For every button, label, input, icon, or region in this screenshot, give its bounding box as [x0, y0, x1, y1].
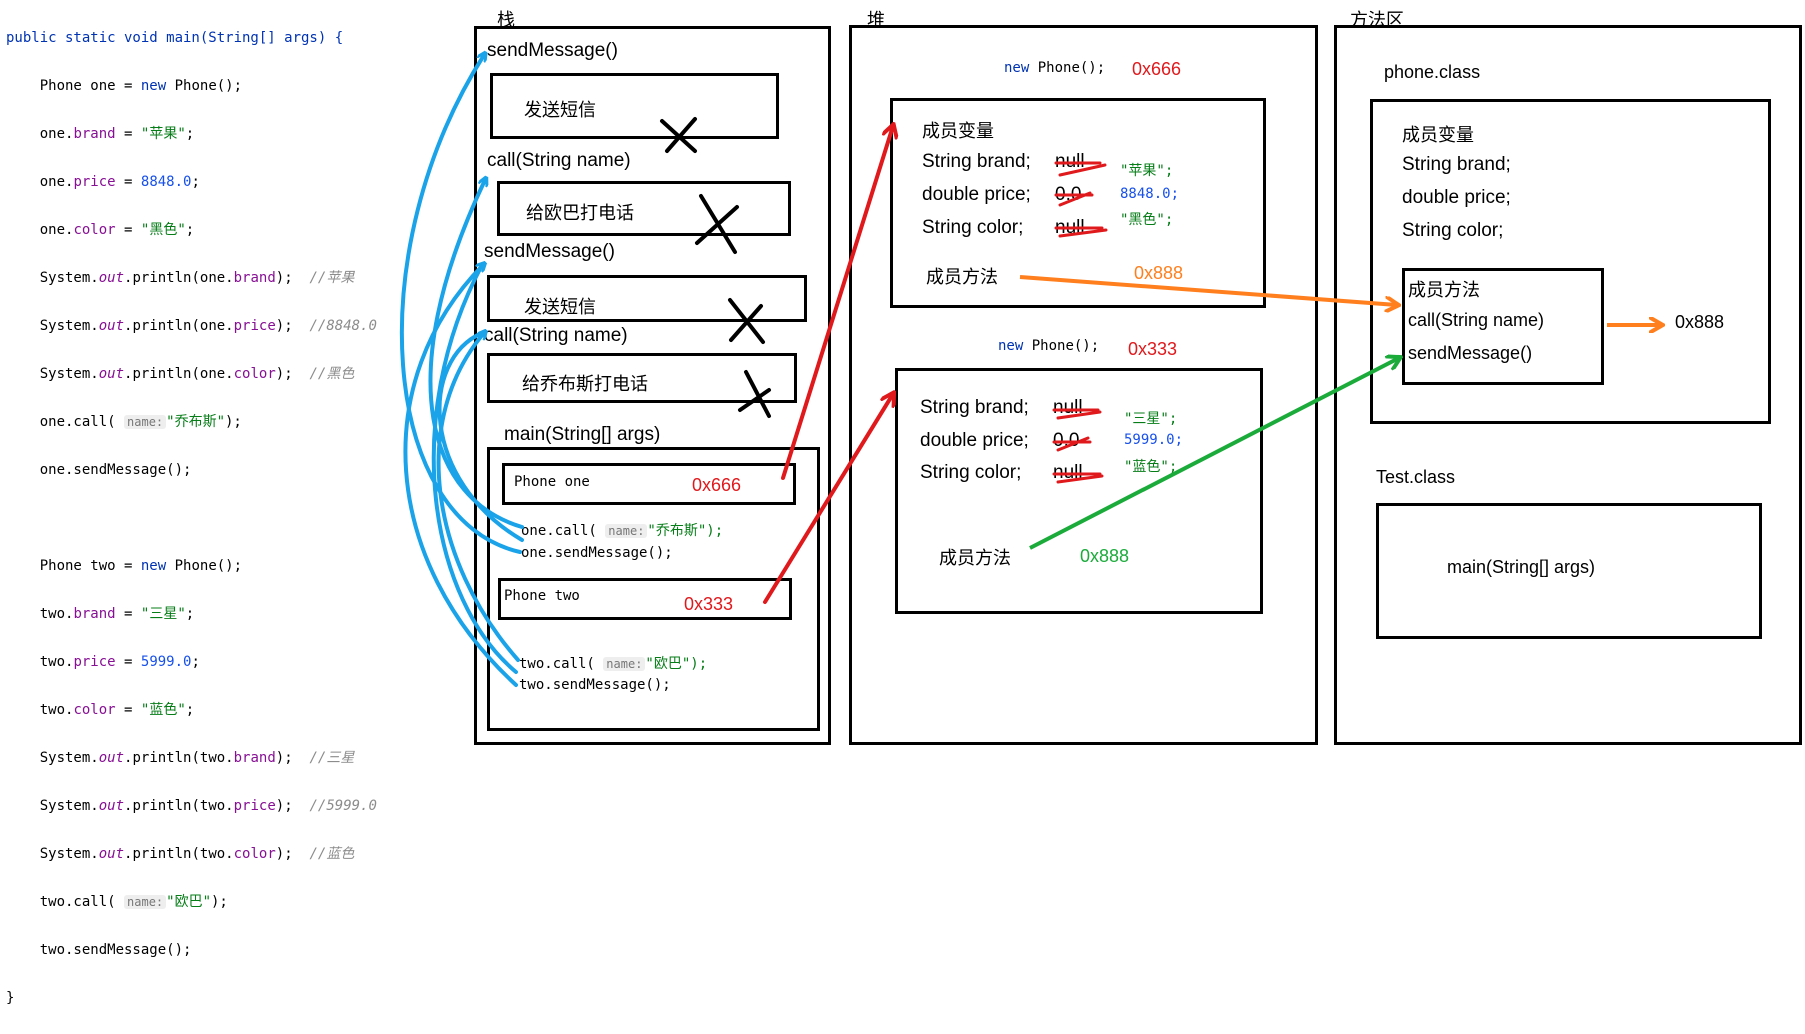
test-class-main: main(String[] args) [1447, 557, 1596, 577]
code-line: System.out.println(two.price); //5999.0 [39, 798, 377, 814]
heap-obj2-price-new: 5999.0; [1124, 432, 1184, 448]
code-line: System.out.println(one.price); //8848.0 [39, 318, 377, 334]
code-line: Phone two = new Phone(); [39, 558, 243, 574]
heap-obj2-methods-addr: 0x888 [1080, 546, 1130, 566]
frame-text-call-2: 给乔布斯打电话 [522, 374, 648, 395]
code-line: System.out.println(one.color); //黑色 [39, 366, 355, 382]
heap-obj2-price-old: 0.0 [1053, 430, 1080, 451]
code-line: System.out.println(two.color); //蓝色 [39, 846, 355, 862]
heap-obj1-color: String color; [922, 217, 1024, 238]
code-line: two.price = 5999.0; [39, 654, 200, 670]
var-phone-one-label: Phone one [514, 474, 590, 490]
frame-label-call-1: call(String name) [487, 150, 631, 171]
code-line: one.brand = "苹果"; [39, 126, 195, 142]
heap-obj2-price: double price; [920, 430, 1029, 451]
frame-text-sendmessage-2: 发送短信 [524, 297, 596, 318]
class-methods-title: 成员方法 [1408, 280, 1480, 301]
code-line: one.price = 8848.0; [39, 174, 200, 190]
class-field-price: double price; [1402, 187, 1511, 208]
heap-obj1-color-new: "黑色"; [1120, 212, 1174, 228]
var-phone-two-label: Phone two [504, 588, 580, 604]
heap-obj2-brand-old: null [1053, 397, 1083, 418]
stmt-two-call: two.call( name:"欧巴"); [519, 656, 708, 672]
heap-obj1-brand-new: "苹果"; [1120, 163, 1174, 179]
code-line: one.call( name:"乔布斯"); [39, 414, 242, 430]
var-phone-two-addr: 0x333 [684, 594, 734, 614]
source-code: public static void main(String[] args) {… [6, 2, 377, 1034]
heap-obj2-color: String color; [920, 462, 1022, 483]
heap-obj1-price: double price; [922, 184, 1031, 205]
code-line: } [6, 990, 15, 1006]
code-line: one.sendMessage(); [39, 462, 192, 478]
frame-text-sendmessage-1: 发送短信 [524, 100, 596, 121]
class-field-color: String color; [1402, 220, 1504, 241]
heap-obj1-brand-old: null [1055, 151, 1085, 172]
code-line: public static void main(String[] args) { [6, 30, 344, 46]
heap-obj2-brand: String brand; [920, 397, 1029, 418]
class-method-sendmessage: sendMessage() [1408, 343, 1533, 363]
frame-label-call-2: call(String name) [484, 325, 628, 346]
phone-class-box [1370, 99, 1771, 424]
class-fields-title: 成员变量 [1402, 125, 1474, 146]
class-method-call: call(String name) [1408, 310, 1545, 330]
heap-obj2-color-new: "蓝色"; [1124, 459, 1178, 475]
code-line [6, 506, 377, 530]
heap-obj1-fields-title: 成员变量 [922, 121, 994, 142]
class-methods-box [1402, 268, 1604, 385]
heap-obj1-color-old: null [1055, 217, 1085, 238]
test-class-label: Test.class [1376, 467, 1456, 487]
stmt-one-sendmessage: one.sendMessage(); [521, 545, 673, 561]
stack-title: 栈 [497, 10, 515, 31]
heap-obj2-brand-new: "三星"; [1124, 411, 1178, 427]
code-line: two.color = "蓝色"; [39, 702, 195, 718]
code-line: Phone one = new Phone(); [39, 78, 243, 94]
frame-label-sendmessage-2: sendMessage() [484, 241, 615, 262]
heap-obj2-addr: 0x333 [1128, 339, 1178, 359]
class-methods-addr: 0x888 [1675, 312, 1725, 332]
heap-obj2-new: new Phone(); [998, 338, 1100, 354]
stmt-two-sendmessage: two.sendMessage(); [519, 677, 671, 693]
heap-obj2-color-old: null [1053, 462, 1083, 483]
heap-obj2-methods: 成员方法 [939, 548, 1011, 569]
frame-text-call-1: 给欧巴打电话 [526, 203, 634, 224]
heap-obj1-price-new: 8848.0; [1120, 186, 1180, 202]
frame-label-sendmessage-1: sendMessage() [487, 40, 618, 61]
code-line: two.sendMessage(); [39, 942, 192, 958]
code-line: System.out.println(two.brand); //三星 [39, 750, 355, 766]
heap-obj1-price-old: 0.0 [1055, 184, 1082, 205]
heap-obj1-methods-addr: 0x888 [1134, 263, 1184, 283]
phone-class-label: phone.class [1384, 62, 1481, 82]
test-class-box [1376, 503, 1762, 639]
code-line: one.color = "黑色"; [39, 222, 195, 238]
heap-obj1-addr: 0x666 [1132, 59, 1182, 79]
code-line: two.brand = "三星"; [39, 606, 195, 622]
code-line: two.call( name:"欧巴"); [39, 894, 228, 910]
code-line: System.out.println(one.brand); //苹果 [39, 270, 355, 286]
heap-obj1-brand: String brand; [922, 151, 1031, 172]
frame-label-main: main(String[] args) [504, 424, 661, 445]
stmt-one-call: one.call( name:"乔布斯"); [521, 523, 724, 539]
class-field-brand: String brand; [1402, 154, 1511, 175]
var-phone-one-addr: 0x666 [692, 475, 742, 495]
heap-obj1-new: new Phone(); [1004, 60, 1106, 76]
heap-obj1-methods: 成员方法 [926, 267, 998, 288]
